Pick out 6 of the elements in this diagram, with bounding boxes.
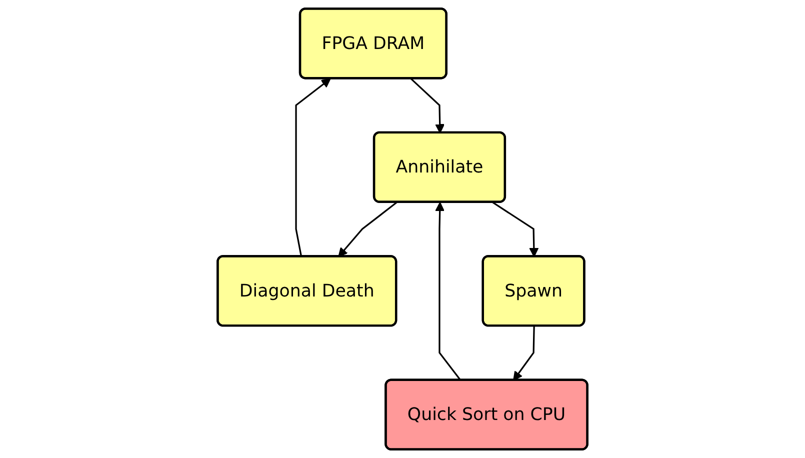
arrow: [338, 202, 398, 258]
arrow: [513, 326, 535, 381]
arrow: [295, 78, 331, 257]
arrow: [410, 78, 445, 134]
arrow: [435, 202, 462, 381]
arrow: [492, 202, 539, 258]
